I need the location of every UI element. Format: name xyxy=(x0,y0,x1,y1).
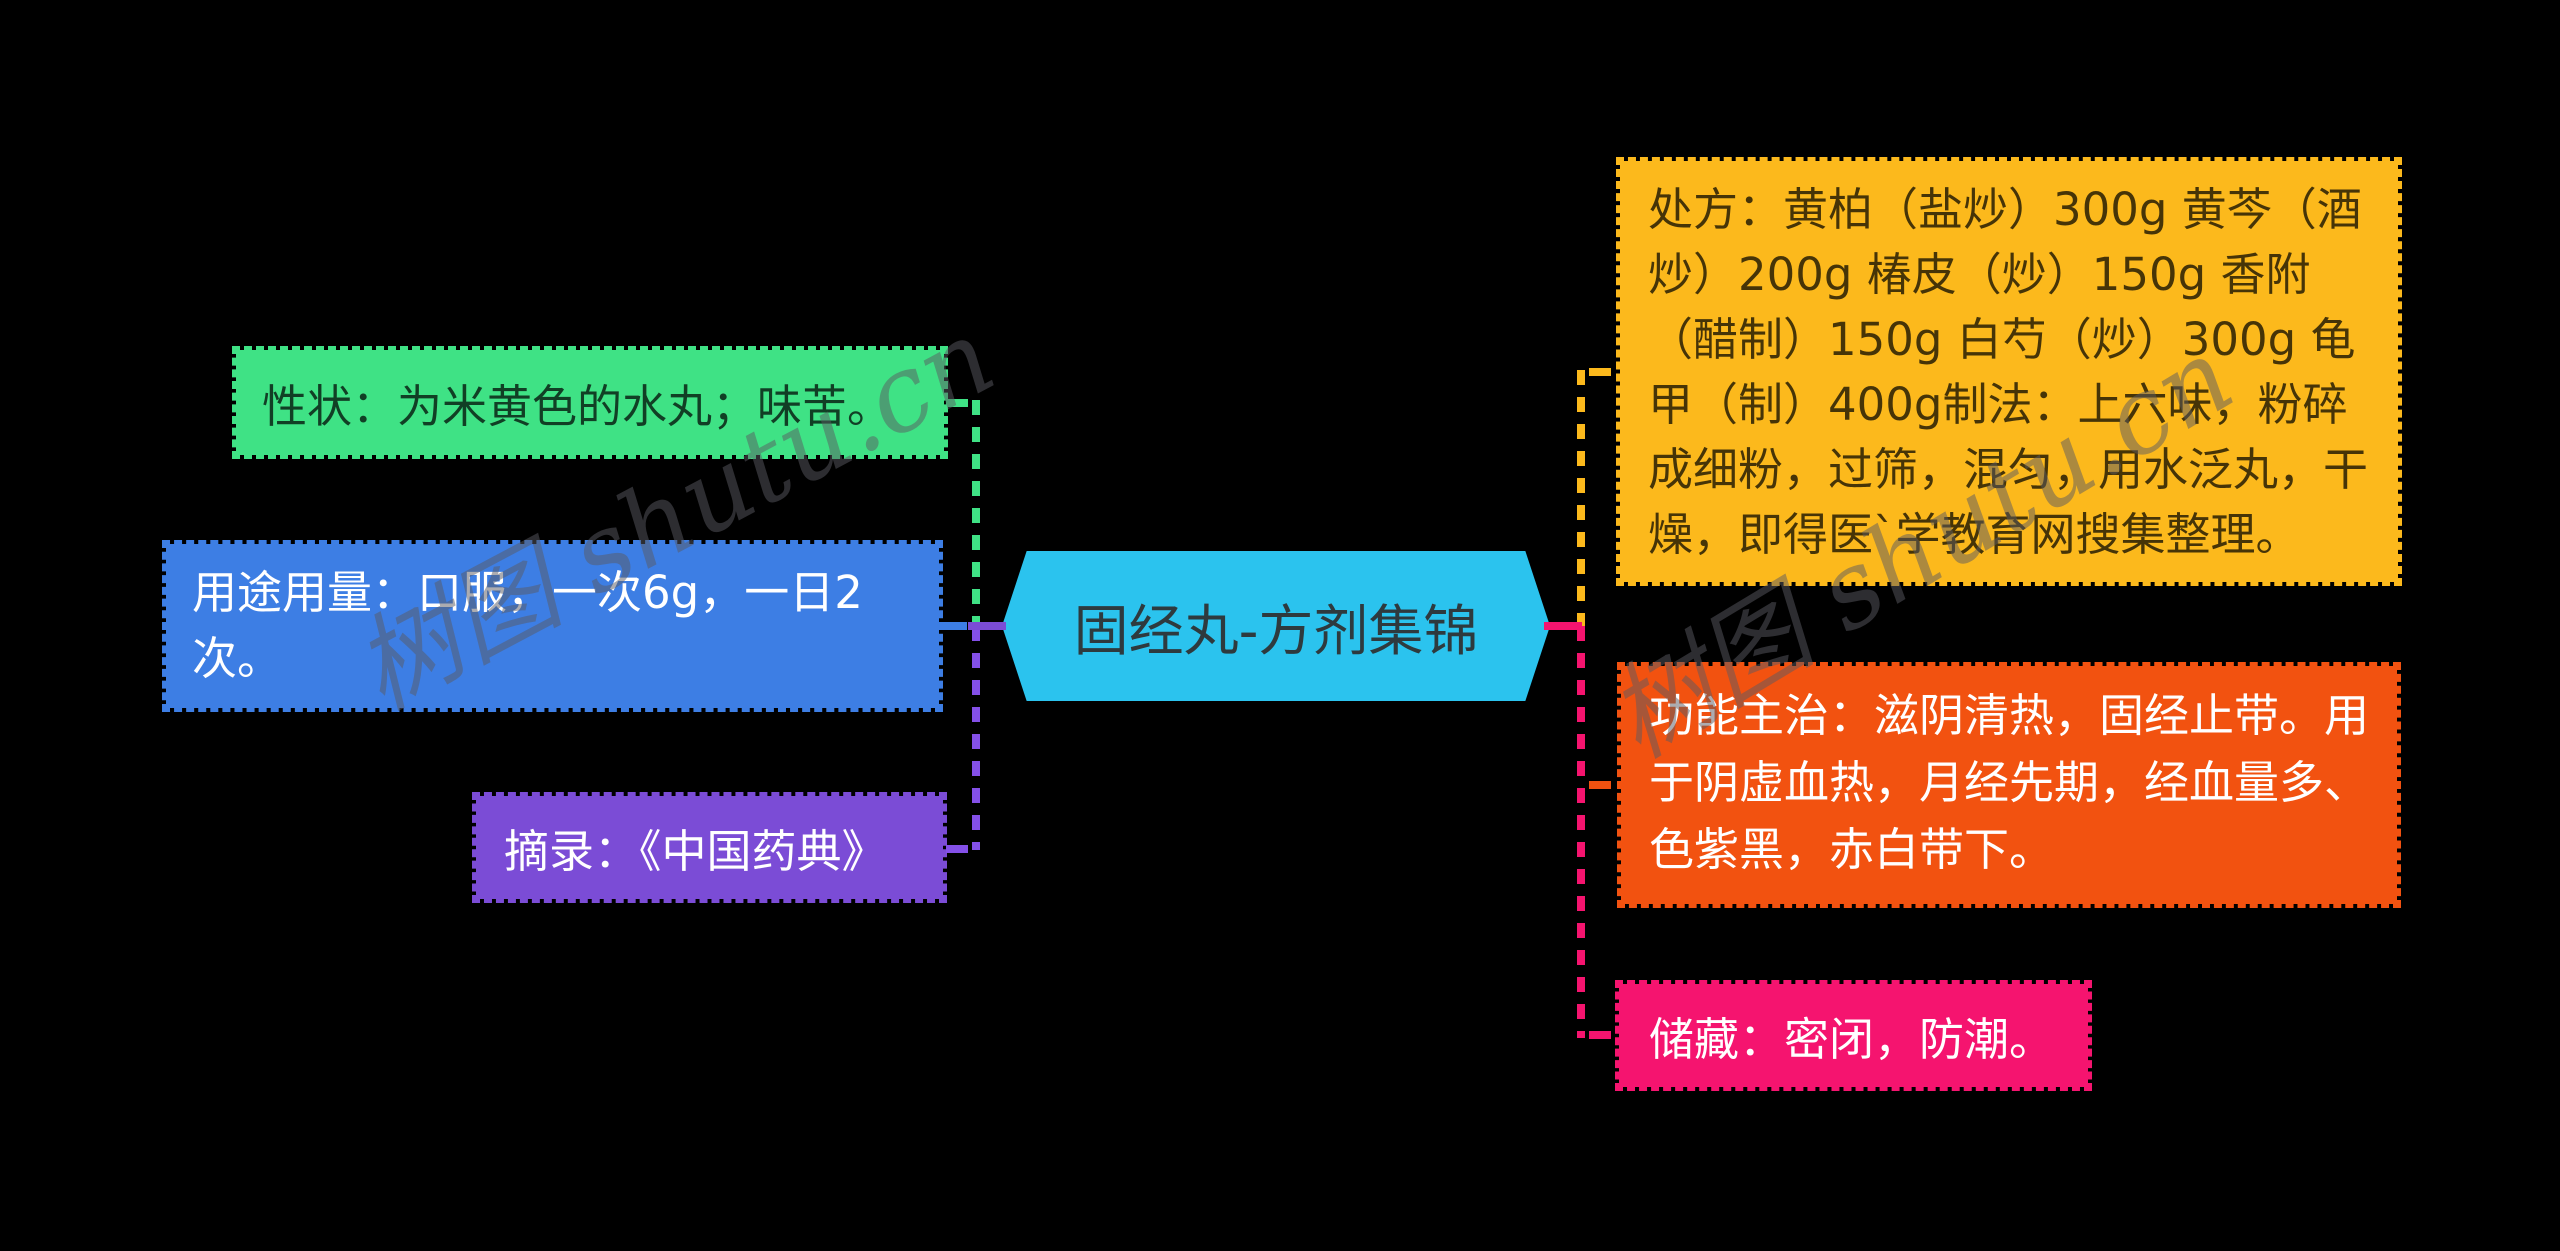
connector-left-lower-dashed-line xyxy=(972,626,980,850)
branch-node-chucang[interactable]: 储藏：密闭，防潮。 xyxy=(1615,980,2092,1091)
branch-node-zhailu-label: 摘录：《中国药典》 xyxy=(504,825,887,878)
connector-stub-gongneng xyxy=(1589,781,1611,789)
branch-node-xingzhuang[interactable]: 性状：为米黄色的水丸；味苦。 xyxy=(232,346,948,459)
center-node[interactable]: 固经丸-方剂集锦 xyxy=(1002,551,1550,701)
connector-trunk-right xyxy=(1544,622,1582,630)
connector-right-lower-dashed-line xyxy=(1577,626,1585,1038)
connector-stub-zhailu xyxy=(946,845,968,853)
branch-node-gongneng[interactable]: 功能主治：滋阴清热，固经止带。用于阴虚血热，月经先期，经血量多、色紫黑，赤白带下… xyxy=(1617,662,2401,908)
branch-node-yongtu-label: 用途用量：口服，一次6g，一日2次。 xyxy=(192,566,863,685)
connector-stub-xingzhuang xyxy=(946,399,968,407)
branch-node-chucang-label: 储藏：密闭，防潮。 xyxy=(1649,1013,2055,1066)
connector-stub-chucang xyxy=(1589,1031,1611,1039)
branch-node-chufang[interactable]: 处方：黄柏（盐炒）300g 黄芩（酒炒）200g 椿皮（炒）150g 香附（醋制… xyxy=(1616,157,2402,586)
connector-left-upper-dashed-line xyxy=(972,400,980,626)
branch-node-zhailu[interactable]: 摘录：《中国药典》 xyxy=(472,792,947,903)
branch-node-chufang-label: 处方：黄柏（盐炒）300g 黄芩（酒炒）200g 椿皮（炒）150g 香附（醋制… xyxy=(1648,183,2369,561)
connector-trunk-left xyxy=(968,622,1006,630)
branch-node-gongneng-label: 功能主治：滋阴清热，固经止带。用于阴虚血热，月经先期，经血量多、色紫黑，赤白带下… xyxy=(1649,689,2370,876)
connector-stub-chufang xyxy=(1589,368,1611,376)
connector-right-upper-dashed-line xyxy=(1577,370,1585,626)
branch-node-xingzhuang-label: 性状：为米黄色的水丸；味苦。 xyxy=(262,380,893,433)
branch-node-yongtu[interactable]: 用途用量：口服，一次6g，一日2次。 xyxy=(162,540,943,712)
connector-stub-yongtu xyxy=(941,622,967,630)
center-node-label: 固经丸-方剂集锦 xyxy=(1073,599,1479,663)
